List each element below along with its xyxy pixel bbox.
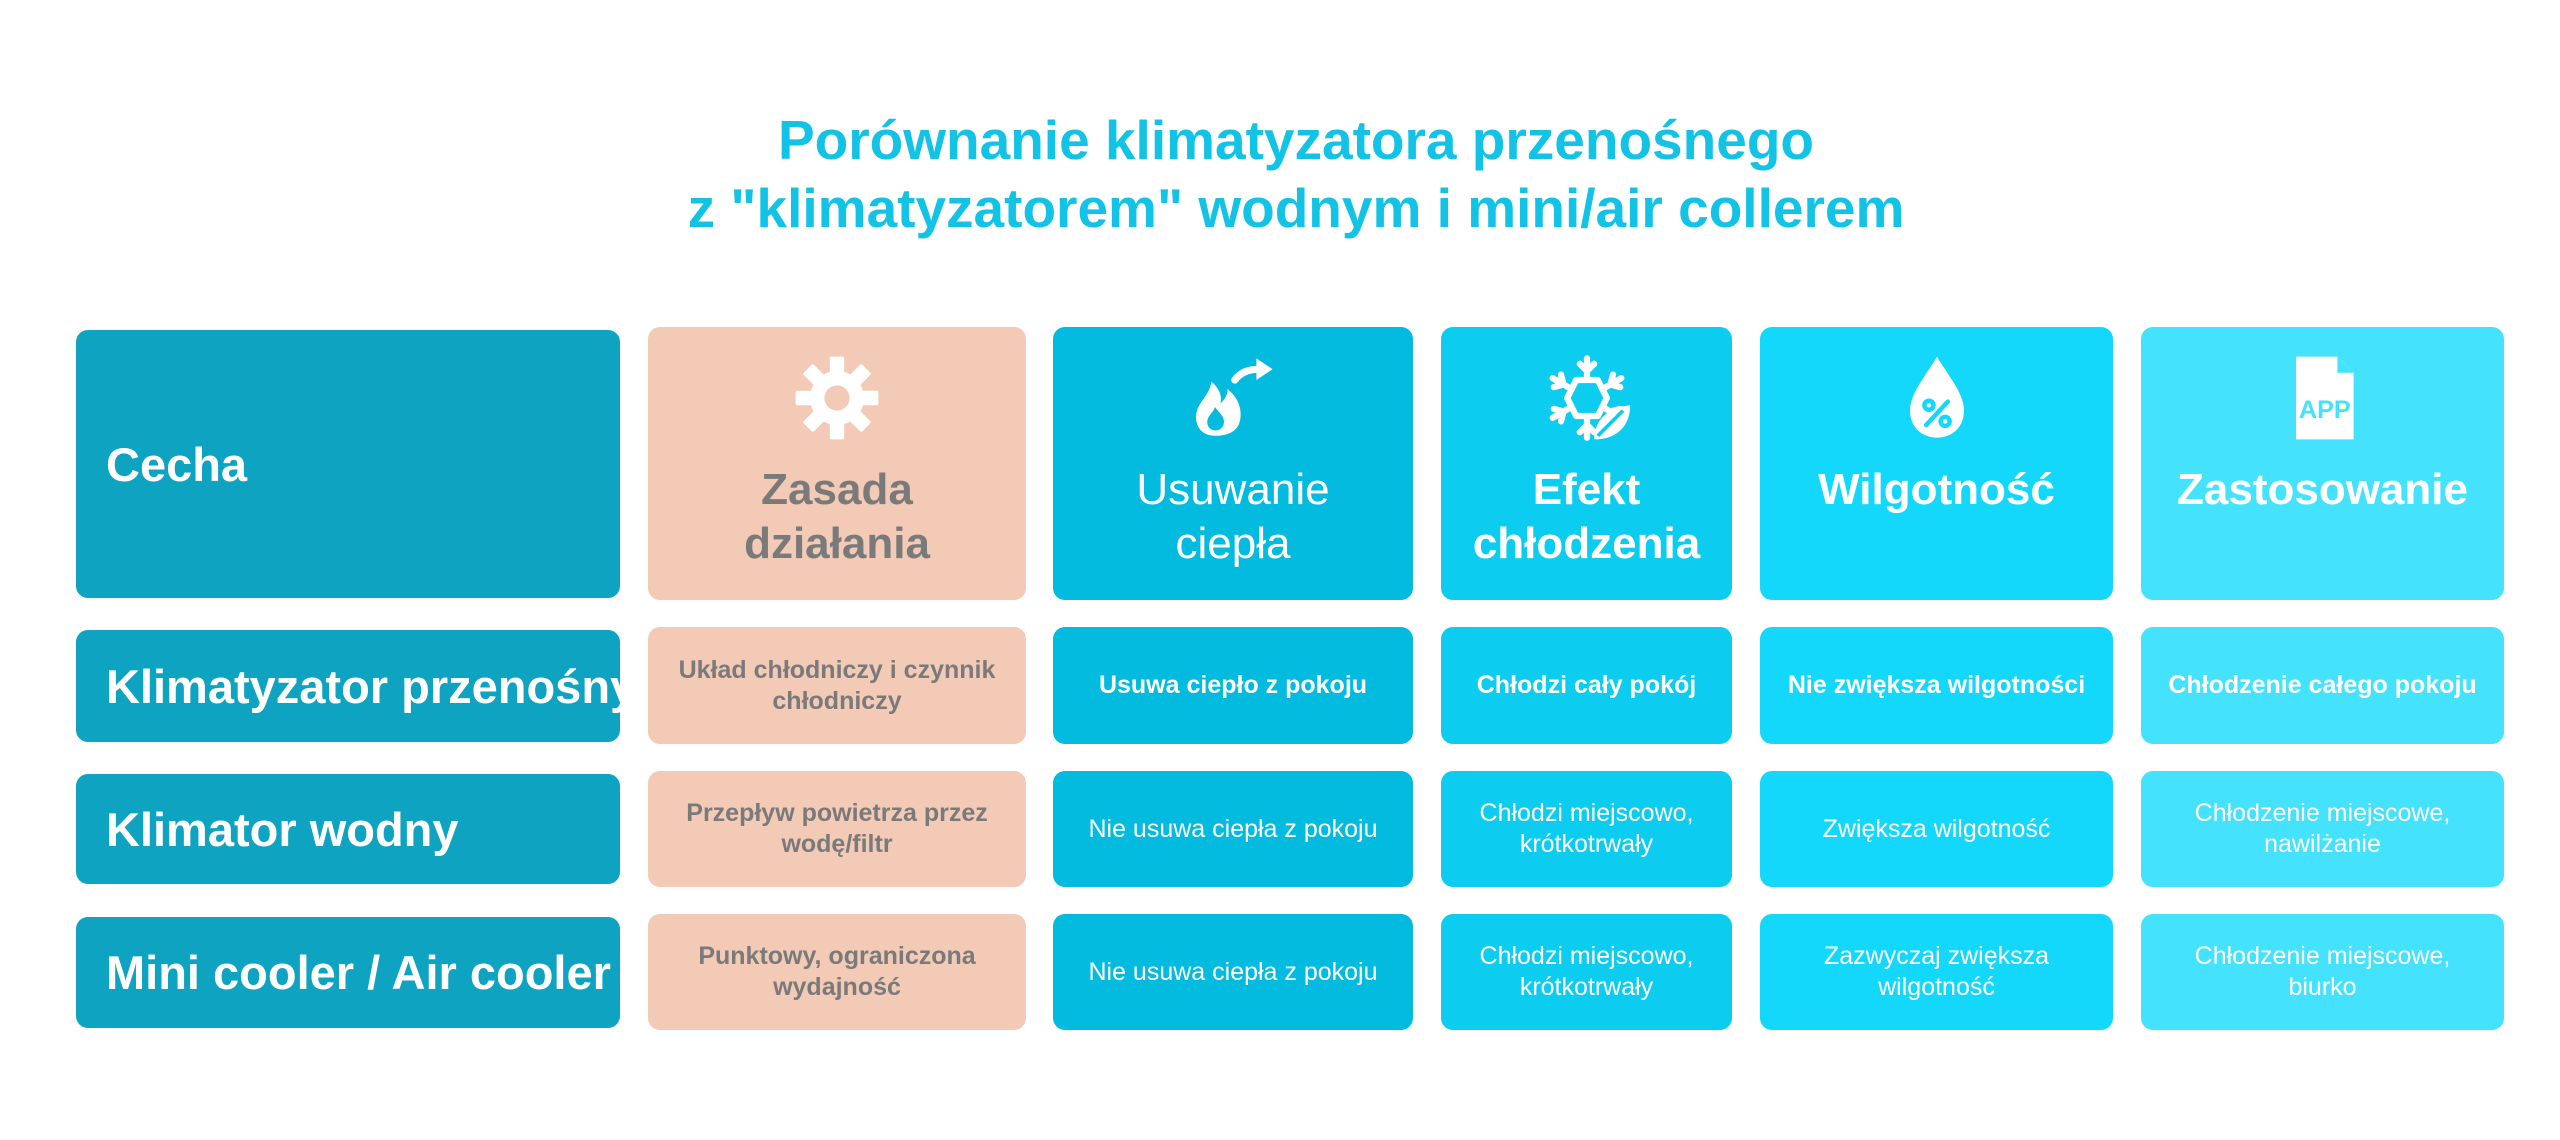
column-label-usuwanie: Usuwanie ciepła [1136,465,1330,568]
app-file-icon: APP [2295,356,2354,440]
row-header-klimatyzator-przenosny: Klimatyzator przenośny [76,630,636,742]
title-line-2: z "klimatyzatorem" wodnym i mini/air col… [687,177,1905,239]
column-header-wilgotnosc: Wilgotność [1760,327,2113,600]
cell-klimatyzator-efekt: Chłodzi cały pokój [1441,627,1732,744]
humidity-drop-icon [1909,356,1964,438]
column-label-efekt: Efekt chłodzenia [1472,465,1701,568]
svg-text:APP: APP [2298,396,2350,424]
column-label-zastosowanie: Zastosowanie [2177,465,2468,514]
cell-wodny-usuwanie: Nie usuwa ciepła z pokoju [1053,771,1413,887]
page-title: Porównanie klimatyzatora przenośnego z "… [0,106,2560,242]
cell-mini-usuwanie: Nie usuwa ciepła z pokoju [1053,914,1413,1030]
fire-arrow-icon [1195,358,1273,436]
cell-wodny-efekt: Chłodzi miejscowo,krótkotrwały [1441,771,1732,887]
row-header-mini-cooler: Mini cooler / Air cooler [76,917,620,1028]
column-header-zasada: Zasada działania [648,327,1026,600]
cell-wodny-wilgotnosc: Zwiększa wilgotność [1760,771,2113,887]
cell-klimatyzator-zastosowanie: Chłodzenie całego pokoju [2141,627,2504,744]
cell-klimatyzator-usuwanie: Usuwa ciepło z pokoju [1053,627,1413,744]
header-cell-cecha: Cecha [76,330,620,598]
cell-klimatyzator-wilgotnosc: Nie zwiększa wilgotności [1760,627,2113,744]
gear-icon [795,356,879,440]
column-header-efekt: Efekt chłodzenia [1441,327,1732,600]
cell-mini-zastosowanie: Chłodzenie miejscowe,biurko [2141,914,2504,1030]
cell-wodny-zastosowanie: Chłodzenie miejscowe,nawilżanie [2141,771,2504,887]
snowflake-leaf-icon [1549,355,1630,441]
row-header-klimator-wodny: Klimator wodny [76,774,620,884]
cell-mini-efekt: Chłodzi miejscowo,krótkotrwały [1441,914,1732,1030]
column-header-usuwanie: Usuwanie ciepła [1053,327,1413,600]
column-header-zastosowanie: APP Zastosowanie [2141,327,2504,600]
header-label-cecha: Cecha [106,437,248,491]
title-line-1: Porównanie klimatyzatora przenośnego [777,109,1815,171]
column-label-zasada: Zasada działania [744,465,930,568]
column-label-wilgotnosc: Wilgotność [1818,465,2055,514]
